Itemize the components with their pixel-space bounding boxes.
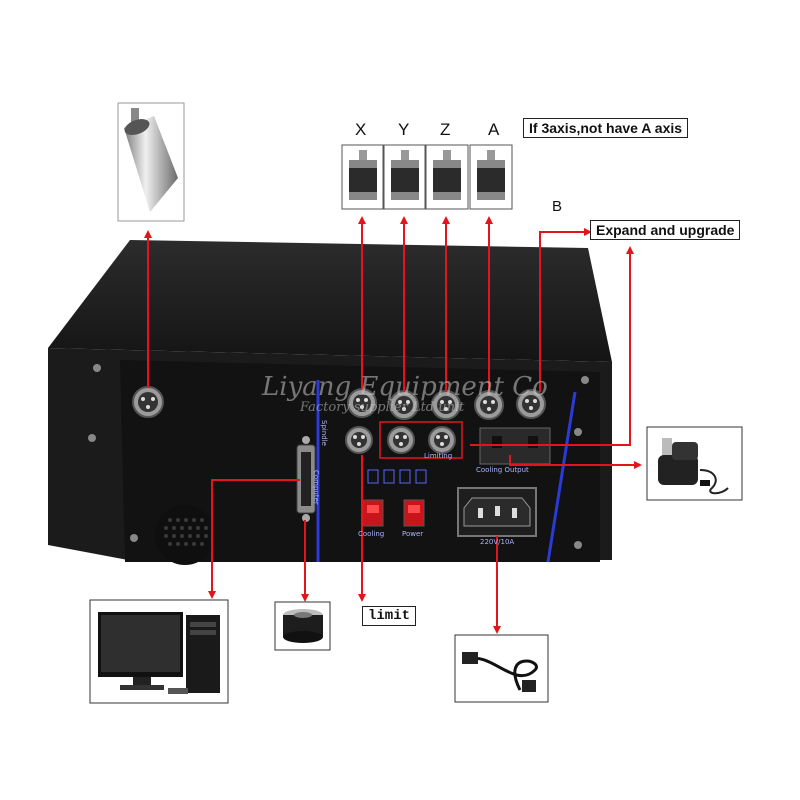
spindle-connector-icon (132, 386, 164, 418)
power-cord-photo (454, 634, 549, 703)
stepper-motor-z-icon (425, 144, 469, 210)
limit-connector-icon (345, 426, 373, 454)
watermark-brand: Liyang Equipment Co (262, 372, 548, 402)
axis-label-x: X (355, 120, 367, 139)
control-box-top (48, 240, 612, 362)
display-segments (367, 469, 427, 484)
x-axis-connector-icon (347, 388, 377, 418)
screw-icon (574, 428, 582, 436)
axis-label-b: B (552, 198, 563, 215)
voltage-label: 220V/10A (480, 538, 515, 546)
screw-icon (130, 534, 138, 542)
screw-icon (88, 434, 96, 442)
stepper-motor-y-icon (383, 144, 426, 210)
b-axis-connector-icon (516, 389, 546, 419)
limit-socket-label: Limiting (424, 452, 453, 460)
computer-photo (89, 599, 229, 704)
arrow-expand (470, 246, 634, 446)
spindle-motor-photo (117, 102, 185, 222)
callout-no-a-axis: If 3axis,not have A axis (523, 118, 689, 138)
arrow-b (539, 228, 592, 392)
cooling-switch (362, 499, 384, 527)
screw-icon (93, 364, 101, 372)
vent-grill-icon (155, 505, 215, 565)
limit-group-box (379, 421, 463, 459)
spindle-port-label: Spindle (320, 420, 328, 446)
db25-port-icon (296, 436, 316, 522)
cooling-switch-label: Cooling (358, 530, 385, 538)
axis-label-y: Y (398, 120, 410, 139)
watermark-subtitle: Factory supplier Ltd unit (300, 400, 465, 415)
axis-label-a: A (488, 120, 500, 139)
stepper-motor-x-icon (341, 144, 384, 210)
arrow-cooling (509, 455, 642, 469)
stepper-motor-a-icon (469, 144, 513, 210)
power-switch (403, 499, 425, 527)
power-switch-label: Power (402, 530, 424, 538)
cooling-output-label: Cooling Output (476, 466, 529, 474)
screw-icon (581, 376, 589, 384)
screw-icon (574, 541, 582, 549)
a-axis-connector-icon (474, 390, 504, 420)
limit-connector-3-icon (428, 426, 456, 454)
axis-label-z: Z (440, 120, 451, 139)
computer-port-label: Computer (312, 470, 320, 505)
limit-connector-2-icon (387, 426, 415, 454)
tool-setter-photo (274, 601, 331, 651)
power-inlet-icon (457, 487, 537, 537)
callout-expand-upgrade: Expand and upgrade (590, 220, 741, 240)
connection-arrows (144, 216, 642, 634)
panel-accent-right (546, 391, 577, 563)
z-axis-connector-icon (431, 390, 461, 420)
water-pump-photo (646, 426, 743, 501)
arrow-computer (208, 479, 300, 599)
callout-limit: limit (362, 606, 417, 626)
